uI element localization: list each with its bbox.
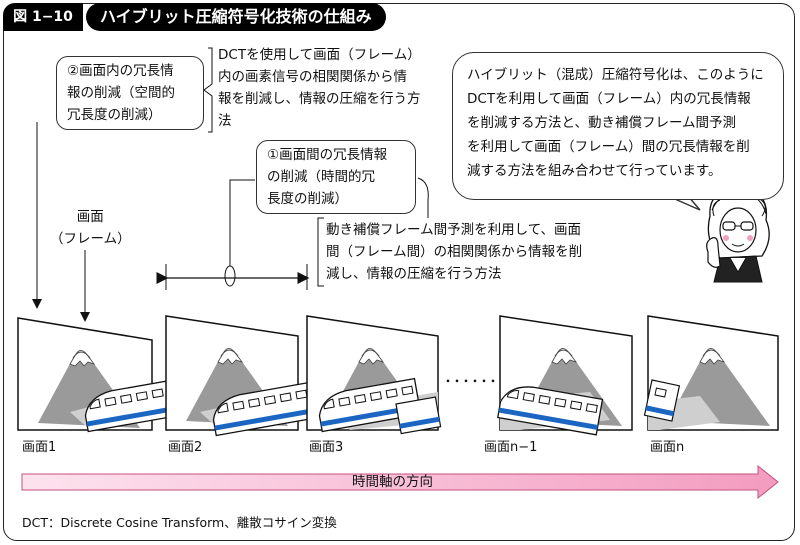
frame-caption-1: 画面1: [22, 440, 57, 455]
motion-description: 動き補償フレーム間予測を利用して、画面 間（フレーム間）の相関関係から情報を削 …: [326, 222, 583, 282]
frame-image-3: [306, 315, 442, 435]
frame-image-1: [17, 317, 188, 433]
presenter-icon: [706, 187, 770, 283]
temporal-reduction-box: ①画面間の冗長情報 の削減（時間的冗 長度の削減）: [256, 140, 416, 214]
motion-bracket: [317, 217, 324, 287]
figure-label: 図 1−10: [3, 3, 83, 31]
time-axis-label: 時間軸の方向: [352, 474, 433, 490]
footnote: DCT：Discrete Cosine Transform、離散コサイン変換: [22, 515, 337, 530]
frame-label: 画面 （フレーム）: [50, 209, 131, 247]
frame-caption-n: 画面n: [650, 440, 685, 455]
frame-caption-n-1: 画面n−1: [484, 440, 538, 455]
frame-image-n: [643, 315, 779, 431]
time-axis-arrow: [21, 464, 779, 500]
motion-connector: [417, 177, 429, 218]
temporal-connector: [229, 179, 255, 266]
dct-description: DCTを使用して画面（フレーム） 内の画素信号の相関関係から情 報を削減し、情報…: [218, 47, 421, 129]
spatial-reduction-text: ②画面内の冗長情 報の削減（空間的 冗長度の削減）: [67, 63, 175, 123]
figure-title: ハイブリット圧縮符号化技術の仕組み: [86, 3, 386, 31]
frame-image-n-1: [497, 315, 633, 436]
spatial-reduction-box: ②画面内の冗長情 報の削減（空間的 冗長度の削減）: [56, 56, 204, 130]
ellipsis: ･･････: [444, 372, 499, 391]
figure-frame: [3, 3, 795, 541]
frame-image-2: [165, 315, 316, 437]
temporal-loop: [224, 265, 236, 287]
dct-bracket: [203, 47, 213, 133]
frame-caption-3: 画面3: [309, 440, 344, 455]
explanation-text: ハイブリット（混成）圧縮符号化は、このように DCTを利用して画面（フレーム）内…: [467, 67, 764, 179]
temporal-reduction-text: ①画面間の冗長情報 の削減（時間的冗 長度の削減）: [267, 147, 388, 207]
frame-caption-2: 画面2: [168, 440, 203, 455]
explanation-bubble: ハイブリット（混成）圧縮符号化は、このように DCTを利用して画面（フレーム）内…: [452, 52, 784, 200]
